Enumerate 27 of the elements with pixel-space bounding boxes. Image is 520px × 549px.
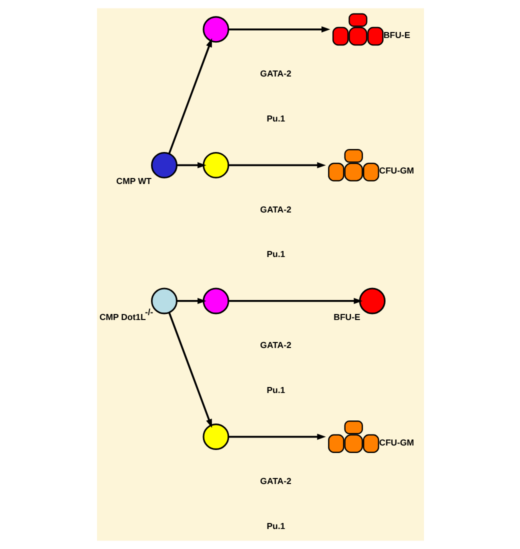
label: Pu.1 [266,520,285,531]
arrow [228,434,326,440]
label: GATA-2 [260,68,291,79]
arrow [228,298,362,304]
label: GATA-2 [260,476,291,486]
label: Pu.1 [266,113,285,124]
node-circle [150,152,177,178]
node-circle [202,288,229,314]
node-circle [202,424,229,450]
label: Pu.1 [266,384,285,395]
arrow [168,38,212,154]
label: Pu.1 [266,249,285,260]
arrow [176,162,206,168]
node-circle [358,288,386,314]
arrow [228,162,326,168]
node-label: CFU-GM [378,166,414,176]
arrow [228,26,330,32]
arrow [176,298,206,304]
node-label: CMP WT [116,176,152,186]
node-label: BFU-E [333,312,360,322]
label: GATA-2 [260,340,291,350]
node-circle [202,152,229,178]
node-label: BFU-E [383,30,410,40]
node-label: CFU-GM [378,437,414,448]
arrow [168,312,212,428]
label: GATA-2 [260,204,291,214]
node-circle [202,16,229,43]
